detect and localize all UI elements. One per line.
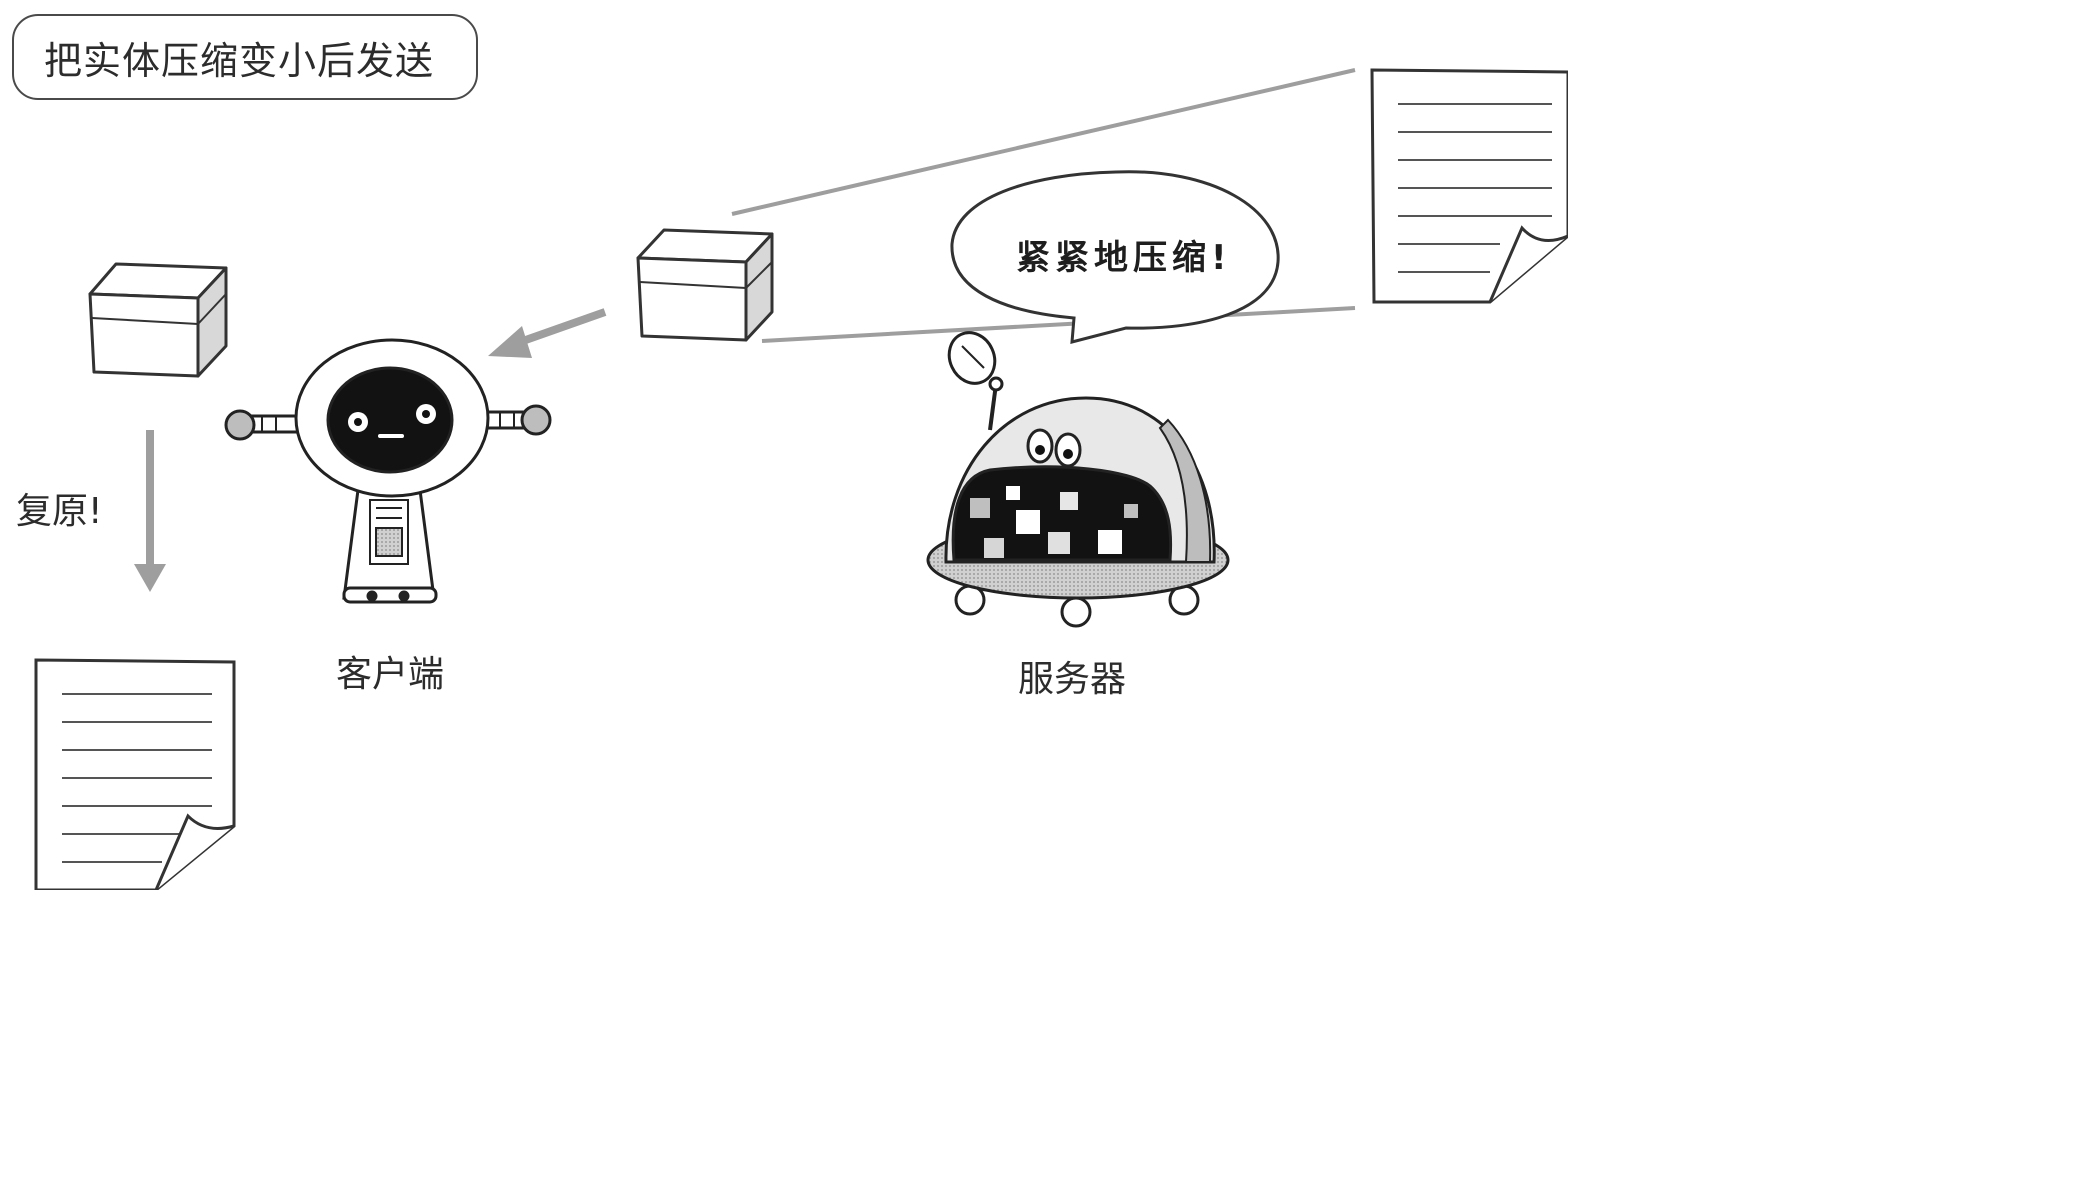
compression-diagram <box>34 68 1568 890</box>
compression-projection-lines <box>731 68 1356 343</box>
received-box-icon <box>88 262 228 378</box>
restore-arrow <box>134 430 166 592</box>
send-arrow <box>488 308 607 358</box>
server-label: 服务器 <box>1018 659 1127 700</box>
original-document-icon <box>1370 68 1568 304</box>
server-robot-icon <box>926 331 1230 628</box>
compressed-box-icon <box>636 228 774 342</box>
speech-bubble-text: 紧紧地压缩! <box>1016 238 1232 278</box>
restored-document-icon <box>34 658 236 890</box>
diagram-title: 把实体压缩变小后发送 <box>12 14 478 100</box>
restore-label: 复原! <box>16 491 103 532</box>
client-label: 客户端 <box>336 654 445 695</box>
client-robot-icon <box>224 338 552 604</box>
speech-bubble <box>950 170 1280 344</box>
